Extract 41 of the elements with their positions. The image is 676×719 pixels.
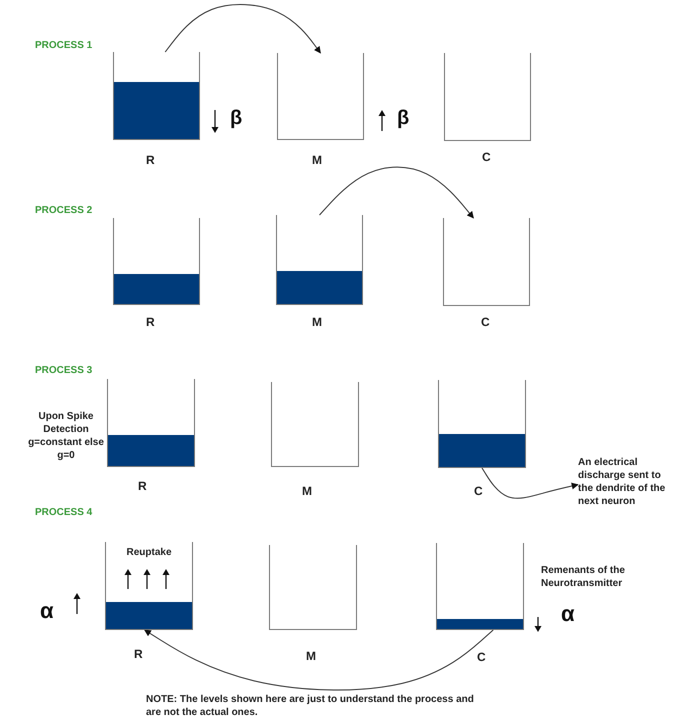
condition-note: Upon Spike Detection g=constant else g=0: [27, 410, 105, 462]
container-tank: [105, 542, 193, 630]
tank-label: R: [146, 315, 155, 330]
container-tank: [271, 382, 359, 467]
footnote: NOTE: The levels shown here are just to understand the process and are not the actual ones.: [146, 693, 475, 719]
tank-label: C: [481, 315, 490, 330]
arrow: [482, 468, 579, 499]
container-tank: [436, 543, 524, 630]
container-tank: [107, 379, 195, 467]
container-tank: [444, 53, 531, 141]
container-tank: [277, 53, 364, 140]
tank-label: C: [474, 484, 483, 499]
process-heading: PROCESS 3: [35, 364, 92, 377]
tank-label: R: [146, 153, 155, 168]
tank-label: M: [312, 315, 322, 330]
beta-symbol: β: [230, 108, 242, 128]
arrow: [319, 166, 474, 219]
annotation-text: An electrical discharge sent to the dendrite of the next neuron: [578, 456, 666, 508]
tank-label: M: [312, 153, 322, 168]
container-tank: [113, 218, 200, 305]
alpha-symbol: α: [561, 603, 575, 625]
tank-caption: Reuptake: [125, 546, 172, 559]
annotation-text: Remenants of the Neurotransmitter: [541, 564, 626, 590]
container-tank: [113, 52, 200, 140]
tank-label: R: [138, 479, 147, 494]
beta-symbol: β: [397, 108, 410, 128]
container-tank: [438, 380, 526, 468]
process-heading: PROCESS 2: [35, 204, 92, 217]
process-heading: PROCESS 1: [35, 39, 92, 52]
alpha-symbol: α: [40, 600, 54, 622]
tank-label: R: [134, 647, 143, 662]
process-heading: PROCESS 4: [35, 506, 92, 519]
tank-label: M: [302, 484, 312, 499]
tank-label: M: [306, 649, 316, 664]
arrow: [144, 630, 494, 690]
container-tank: [443, 218, 530, 306]
tank-label: C: [482, 150, 491, 165]
container-tank: [276, 215, 363, 305]
arrow: [164, 4, 321, 54]
tank-label: C: [477, 650, 486, 665]
container-tank: [269, 545, 357, 630]
